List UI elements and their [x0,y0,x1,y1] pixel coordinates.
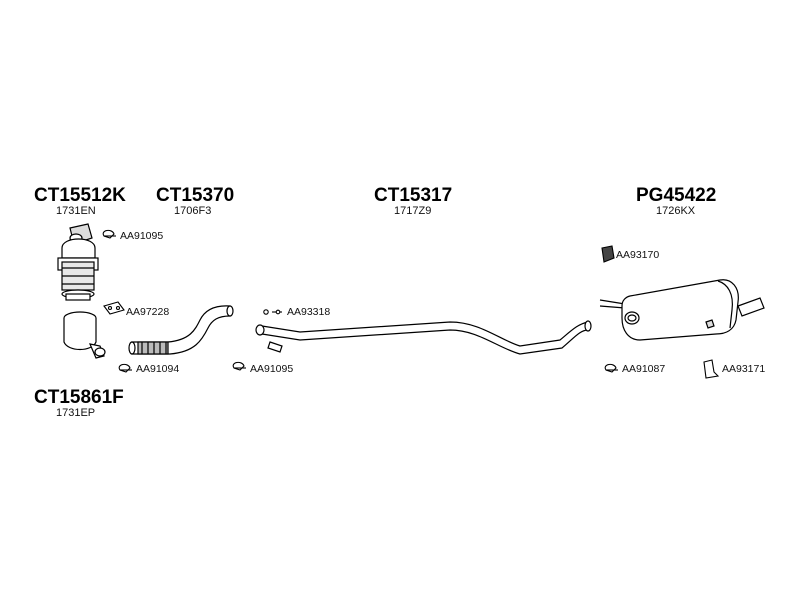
rear-silencer-drawing [599,279,765,341]
part-code-catalyst-top: CT15512K [34,185,126,206]
accessory-label-bracket-rear: AA93171 [722,363,766,375]
accessory-label-clamp-low-left: AA91094 [136,363,180,375]
part-code-front-pipe: CT15370 [156,185,235,206]
accessory-label-clamp-low-mid: AA91095 [250,363,294,375]
accessory-label-clamp-rear: AA91087 [622,363,666,375]
catalyst-top-drawing [57,223,99,301]
clamp-icon-top [102,229,116,239]
part-ref-catalyst-bottom: 1731EP [56,407,96,419]
accessory-label-rubber-mount: AA93170 [616,249,660,261]
rubber-mount-icon [601,245,615,263]
bracket-icon-rear [703,359,720,379]
clamp-icon-rear [604,363,618,373]
part-ref-middle-pipe: 1717Z9 [394,205,432,217]
part-ref-rear-silencer: 1726KX [656,205,696,217]
part-code-catalyst-bottom: CT15861F [34,387,124,408]
middle-pipe-drawing [255,320,592,355]
clamp-icon-low-mid [232,361,246,371]
accessory-label-clamp-top: AA91095 [120,230,164,242]
part-code-rear-silencer: PG45422 [636,185,717,206]
part-ref-front-pipe: 1706F3 [174,205,212,217]
accessory-label-gasket: AA97228 [126,306,170,318]
catalyst-bottom-drawing [63,311,106,359]
part-ref-catalyst-top: 1731EN [56,205,96,217]
front-pipe-drawing [128,305,234,355]
accessory-label-bolt-set: AA93318 [287,306,331,318]
gasket-icon [103,301,125,315]
clamp-icon-low-left [118,363,132,373]
bolt-set-icon [263,309,282,315]
part-code-middle-pipe: CT15317 [374,185,453,206]
